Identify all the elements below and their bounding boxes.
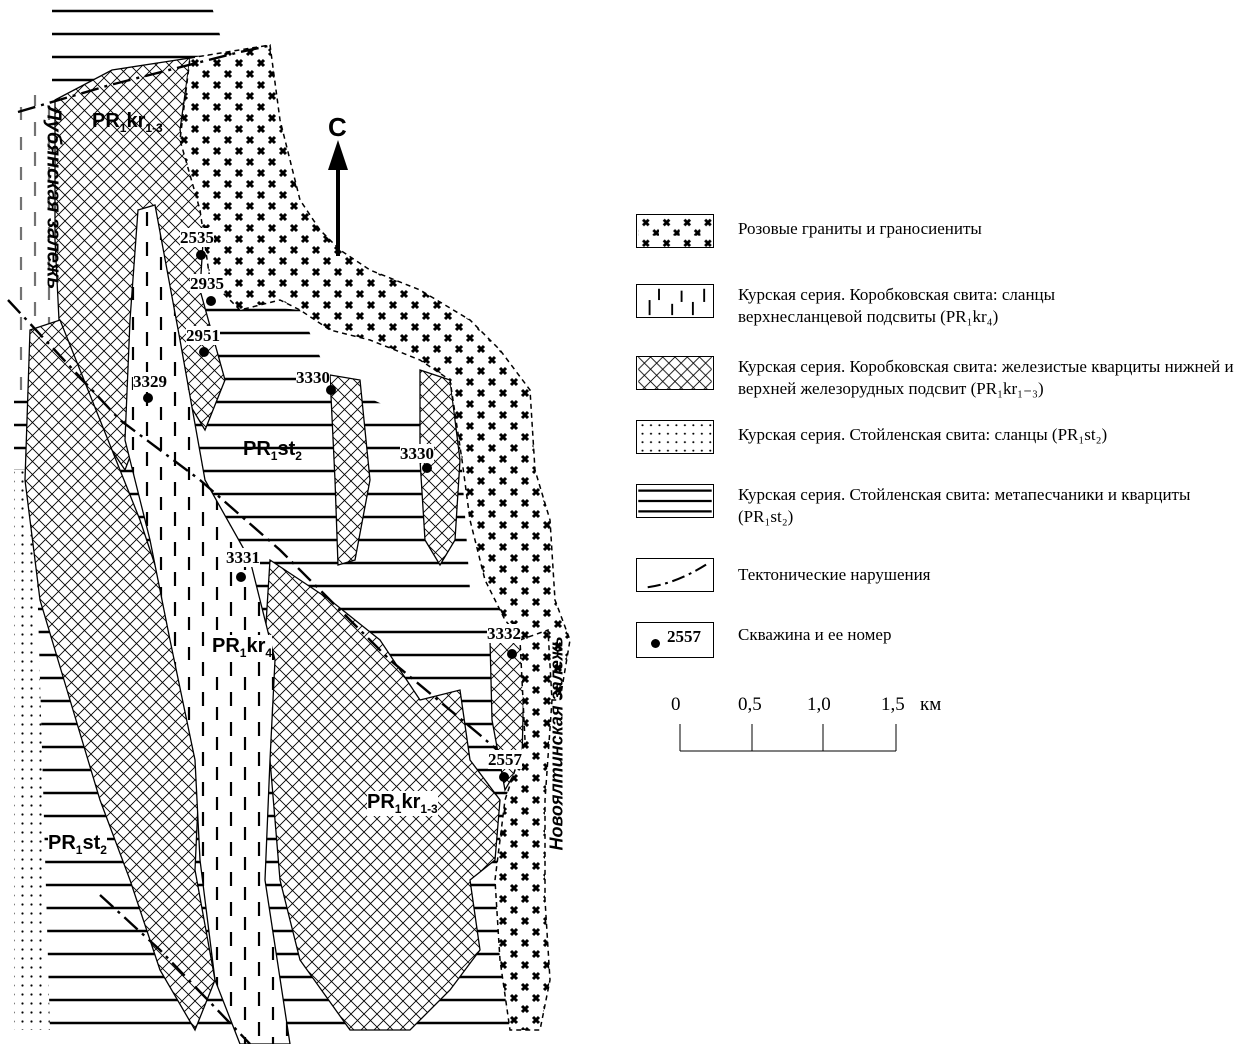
- left-margin-blank: [0, 95, 14, 1044]
- crosshatch-swatch-icon: [636, 356, 714, 390]
- well-dot: [196, 250, 206, 260]
- well-2935: 2935: [190, 274, 224, 306]
- well-dot: [143, 393, 153, 403]
- well-dot: [507, 649, 517, 659]
- well-3331: 3331: [226, 548, 260, 582]
- formation-label-st2-left: PR1st2: [48, 832, 107, 857]
- well-number: 2535: [180, 228, 214, 247]
- well-3330-a: 3330: [296, 368, 336, 395]
- well-dot: [499, 772, 509, 782]
- well-number: 2557: [488, 750, 522, 769]
- well-2951: 2951: [186, 326, 220, 357]
- granite-swatch-icon: [636, 214, 714, 248]
- scale-tick-1-0: 1,0: [807, 694, 831, 715]
- well-3330-b: 3330: [400, 444, 434, 473]
- well-swatch-icon: 2557: [636, 622, 714, 658]
- geological-map: [0, 0, 571, 1044]
- well-number: 2951: [186, 326, 220, 345]
- well-2557: 2557: [488, 750, 522, 782]
- ticks-swatch-icon: [636, 284, 714, 318]
- well-dot: [199, 347, 209, 357]
- formation-label-st2-center: PR1st2: [243, 438, 302, 463]
- legend-item-kr13-quartzite: Курская серия. Коробковская свита: желез…: [636, 356, 1246, 400]
- well-3332: 3332: [487, 624, 521, 659]
- formation-label-kr4: PR1kr4: [212, 635, 273, 660]
- legend-label: Розовые граниты и граносиениты: [738, 219, 982, 238]
- well-number: 3330: [400, 444, 434, 463]
- north-arrow: [328, 140, 348, 256]
- formation-label-kr13-bottom: PR1kr1-3: [367, 791, 438, 816]
- legend-label: Тектонические нарушения: [738, 565, 931, 584]
- legend-item-well: 2557 Скважина и ее номер: [636, 622, 891, 658]
- legend-label: Курская серия. Стойленская свита: метапе…: [738, 485, 1191, 526]
- legend-item-kr4-schist: Курская серия. Коробковская свита: сланц…: [636, 284, 1118, 328]
- formation-label-kr13-top: PR1kr1-3: [92, 110, 163, 135]
- hlines-swatch-icon: [636, 484, 714, 518]
- legend-label: Курская серия. Стойленская свита: сланцы…: [738, 425, 1108, 444]
- scale-unit: км: [920, 694, 942, 715]
- well-number: 3330: [296, 368, 330, 387]
- legend-label: Скважина и ее номер: [738, 625, 892, 644]
- top-white-area: [0, 0, 52, 95]
- legend-label: Курская серия. Коробковская свита: желез…: [738, 357, 1234, 398]
- st2-schist-dots: [14, 470, 50, 1030]
- scale-tick-0: 0: [671, 694, 681, 715]
- well-number: 3329: [133, 372, 167, 391]
- well-dot: [236, 572, 246, 582]
- well-dot: [206, 296, 216, 306]
- novoyaltinskaya-zone-label: Новоялтинская залежь: [546, 636, 567, 851]
- lubyanskaya-zone-label: Лубянская залежь: [42, 106, 65, 290]
- fault-swatch-icon: [636, 558, 714, 592]
- legend-item-granite: Розовые граниты и граносиениты: [636, 214, 982, 248]
- legend-item-st2-sandstone: Курская серия. Стойленская свита: метапе…: [636, 484, 1208, 528]
- dots-swatch-icon: [636, 420, 714, 454]
- well-2535: 2535: [180, 228, 214, 260]
- legend-label: Курская серия. Коробковская свита: сланц…: [738, 285, 1056, 326]
- well-number: 3331: [226, 548, 260, 567]
- granite-bodies: [179, 44, 571, 1031]
- legend-item-fault: Тектонические нарушения: [636, 558, 931, 592]
- kr4-schist-band: [124, 204, 291, 1044]
- scale-tick-1-5: 1,5: [881, 694, 905, 715]
- legend-item-st2-schist: Курская серия. Стойленская свита: сланцы…: [636, 420, 1107, 454]
- well-3329: 3329: [133, 372, 167, 403]
- fault-lines: [7, 44, 521, 1044]
- north-label: С: [328, 112, 347, 142]
- scale-line: [679, 724, 897, 752]
- well-number: 2935: [190, 274, 224, 293]
- well-dot-icon: [651, 639, 660, 648]
- well-swatch-number: 2557: [667, 627, 701, 646]
- scale-bar: 0 0,5 1,0 1,5 км: [664, 690, 941, 760]
- scale-tick-0-5: 0,5: [738, 694, 762, 715]
- well-dot: [326, 385, 336, 395]
- well-number: 3332: [487, 624, 521, 643]
- well-dot: [422, 463, 432, 473]
